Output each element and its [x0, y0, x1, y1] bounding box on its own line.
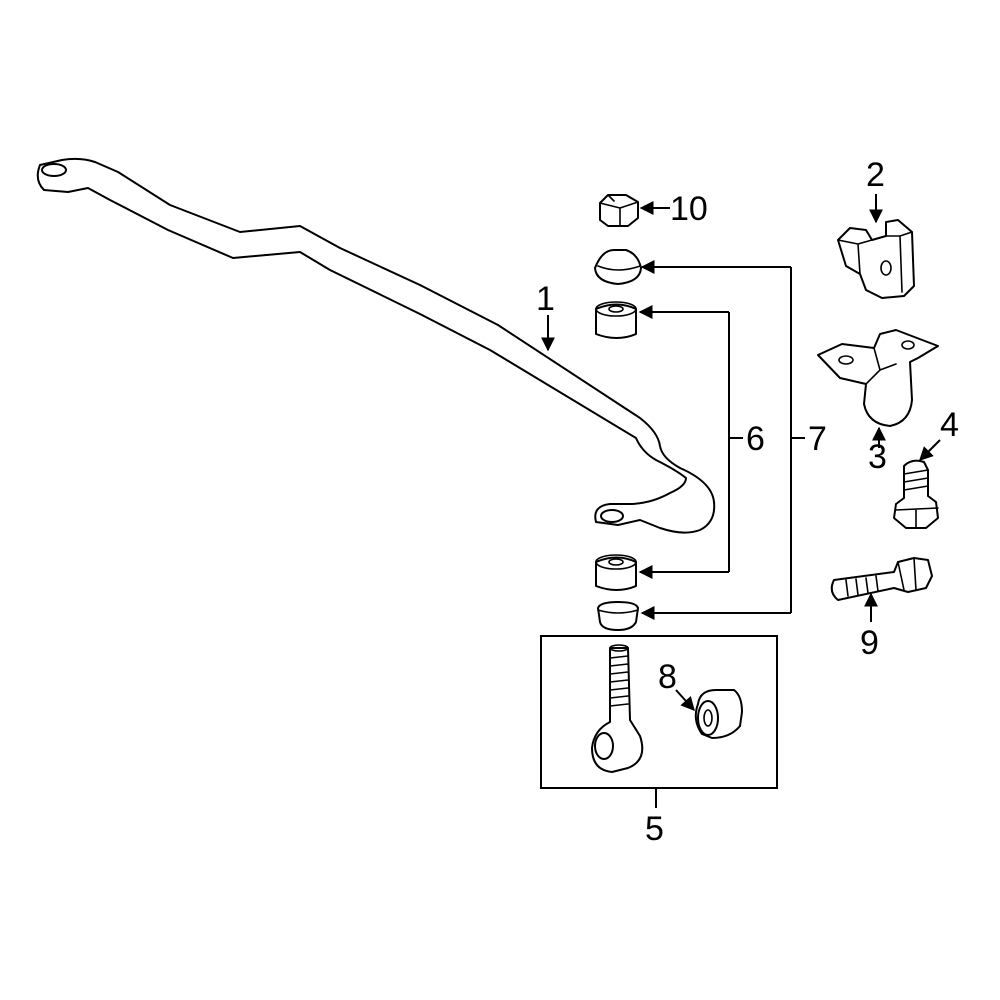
- callout-9: 9: [860, 592, 879, 662]
- stabilizer-bushing[interactable]: [837, 219, 915, 299]
- callout-1: 1: [536, 280, 555, 352]
- callout-4-arrow: [919, 439, 941, 461]
- callout-6: 6: [638, 305, 765, 579]
- callout-8: 8: [658, 658, 695, 712]
- callout-9-label: 9: [860, 624, 879, 662]
- callout-3: 3: [868, 426, 887, 476]
- callout-4: 4: [919, 406, 959, 461]
- retainer-lower[interactable]: [597, 601, 639, 631]
- long-bolt[interactable]: [830, 557, 933, 601]
- callout-2: 2: [866, 156, 885, 224]
- retainer-upper[interactable]: [594, 249, 642, 285]
- callout-10-label: 10: [670, 190, 708, 228]
- callout-5: 5: [645, 788, 664, 848]
- callout-1-label: 1: [536, 280, 555, 318]
- bushing-lower[interactable]: [595, 554, 637, 591]
- callout-7-label: 7: [808, 420, 827, 458]
- callout-10: 10: [639, 190, 708, 228]
- stabilizer-link[interactable]: [591, 644, 644, 773]
- nut[interactable]: [599, 194, 639, 227]
- callout-5-label: 5: [645, 810, 664, 848]
- bushing-upper-body: [595, 303, 637, 339]
- bushing-lower-body: [595, 556, 637, 591]
- flange-bolt[interactable]: [893, 459, 939, 529]
- stabilizer-bracket[interactable]: [817, 329, 939, 427]
- callout-2-label: 2: [866, 156, 885, 194]
- bushing-upper[interactable]: [595, 301, 637, 339]
- callout-3-label: 3: [868, 438, 887, 476]
- callout-8-arrow: [675, 689, 695, 712]
- stabilizer-bar[interactable]: [36, 157, 716, 534]
- callout-6-label: 6: [746, 420, 765, 458]
- callout-7: 7: [640, 260, 827, 620]
- callout-8-label: 8: [658, 658, 677, 696]
- link-bushing[interactable]: [694, 689, 743, 739]
- link-kit[interactable]: 8: [540, 635, 778, 789]
- callout-4-label: 4: [940, 406, 959, 444]
- link-kit-frame: [540, 635, 778, 789]
